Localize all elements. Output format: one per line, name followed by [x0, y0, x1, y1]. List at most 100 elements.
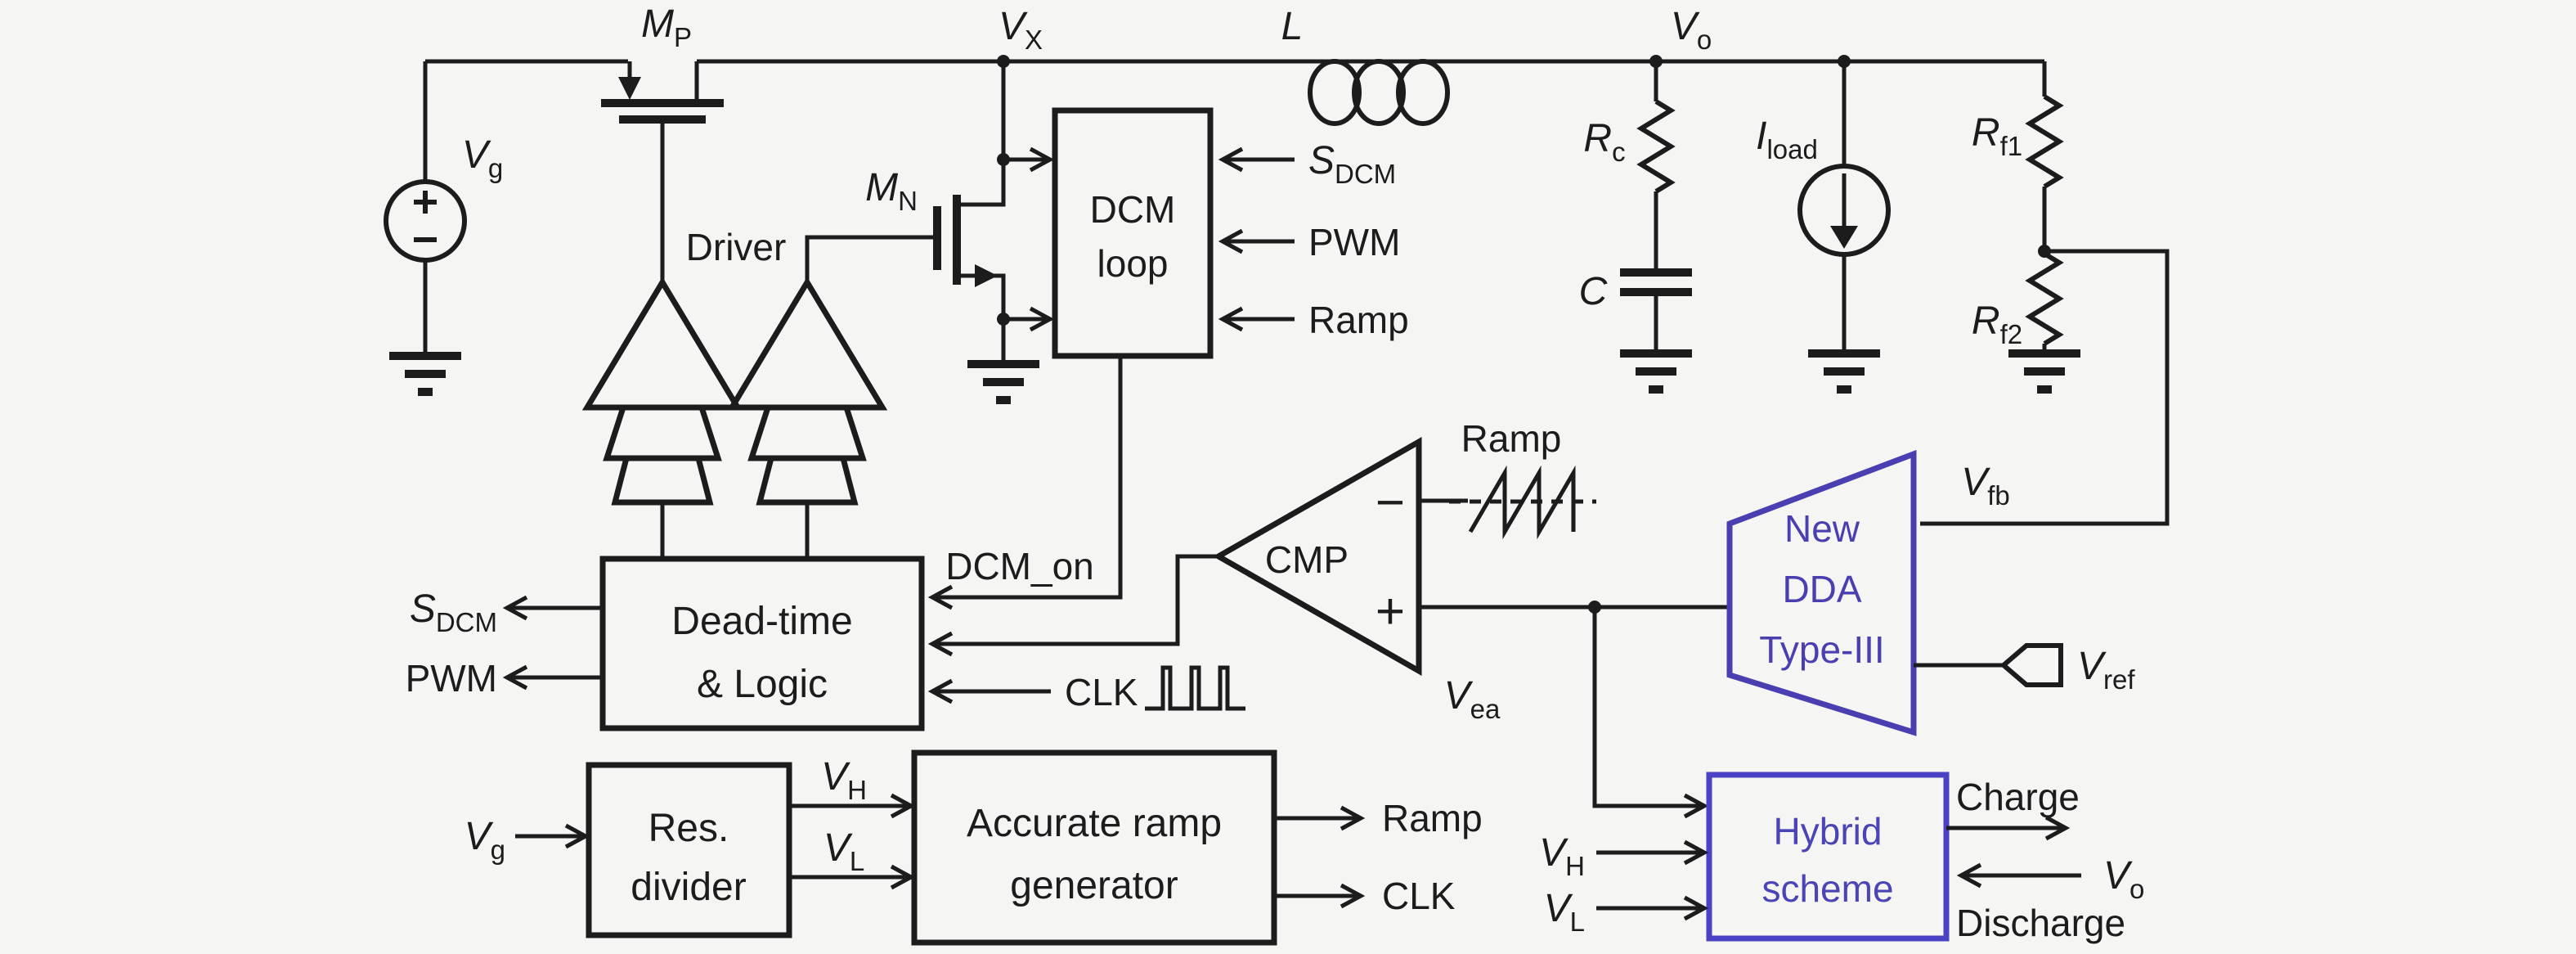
- deadtime-box: [599, 556, 925, 731]
- cmp-comparator: CMP − + Ramp Vea: [927, 417, 1730, 724]
- ramp-generator-box: [911, 749, 1277, 946]
- rc-c-branch: Rc C: [1579, 61, 1692, 394]
- vfb-label: Vfb: [1961, 461, 2010, 511]
- plus-sign: [414, 191, 437, 214]
- clk-input-label: CLK: [1065, 671, 1138, 713]
- dcm-loop-block: DCM loop SDCM PWM Ramp DCM_on: [927, 107, 1409, 610]
- dcm-loop-box: [1052, 107, 1214, 359]
- rf1-label: Rf1: [1972, 111, 2022, 161]
- vx-label: VX: [999, 5, 1043, 55]
- vx-node: [997, 55, 1010, 68]
- rc-resistor: [1636, 99, 1676, 194]
- vh-divider-label: VH: [821, 755, 867, 805]
- rf2-resistor: [2025, 251, 2064, 346]
- cmp-plus-sign: +: [1376, 583, 1405, 640]
- res-divider-title-1: Res.: [648, 807, 729, 850]
- mp-pmos-transistor: MP: [601, 2, 724, 282]
- clock-pulse-waveform-icon: [1145, 665, 1245, 711]
- hybrid-scheme-block: Hybrid scheme VH VL Charge Vo Discharge: [1539, 772, 2144, 944]
- iload-label: Iload: [1756, 115, 1818, 164]
- cap-label: C: [1579, 270, 1608, 313]
- feedback-divider: Rf1 Rf2 Vfb: [1920, 61, 2170, 526]
- buffer-triangle: [581, 277, 743, 411]
- vo-label: Vo: [1671, 5, 1712, 55]
- hybrid-vh-label: VH: [1539, 831, 1585, 881]
- deadtime-out-sdcm-label: SDCM: [410, 587, 497, 637]
- vfb-wire: [1920, 249, 2170, 526]
- driver-label: Driver: [686, 226, 787, 268]
- vg-voltage-source: Vg: [384, 61, 503, 396]
- dcm-loop-title-2: loop: [1097, 242, 1169, 285]
- hybrid-vo-label: Vo: [2103, 854, 2144, 904]
- hybrid-title-1: Hybrid: [1774, 810, 1883, 853]
- deadtime-out-pwm-label: PWM: [406, 657, 497, 700]
- driver-buffer-chain-2: [726, 235, 934, 559]
- ground-symbol: [1808, 349, 1880, 394]
- ground-symbol: [967, 360, 1039, 404]
- hybrid-box: [1706, 772, 1950, 942]
- mn-nmos-transistor: MN: [865, 61, 1055, 404]
- current-arrow-down: [1830, 226, 1858, 249]
- deadtime-title-1: Dead-time: [671, 600, 852, 643]
- cmp-output-wire: [927, 554, 1218, 657]
- pmos-source-arrow: [618, 77, 641, 100]
- ramp-generator-section: Vg Res. divider VH VL Accurate ramp gene…: [464, 749, 1483, 946]
- ground-symbol: [2008, 349, 2080, 394]
- dcm-loop-title-1: DCM: [1090, 188, 1176, 231]
- driver-buffer-chain-1: [581, 277, 743, 559]
- inductor-coil: [1308, 59, 1450, 126]
- nmos-source-arrow: [975, 264, 998, 287]
- dda-title-1: New: [1784, 507, 1860, 550]
- hybrid-vl-label: VL: [1544, 887, 1585, 937]
- deadtime-logic-block: Dead-time & Logic SDCM PWM CLK: [406, 556, 1245, 731]
- deadtime-title-2: & Logic: [697, 663, 828, 706]
- vref-tag-icon: [1999, 643, 2063, 687]
- dcm-on-wire: [927, 356, 1123, 610]
- dda-type3-block: New DDA Type-III Vref: [1726, 449, 2135, 736]
- dda-title-2: DDA: [1782, 568, 1861, 610]
- mn-label: MN: [865, 166, 918, 216]
- ground-symbol: [389, 352, 461, 396]
- junction-dot: [997, 313, 1010, 326]
- rc-label: Rc: [1583, 117, 1625, 167]
- buffer-stage-2: [747, 404, 867, 461]
- charge-label: Charge: [1956, 776, 2080, 818]
- cmp-label: CMP: [1265, 538, 1349, 581]
- res-divider-box: [586, 762, 792, 938]
- dcm-in-ramp-label: Ramp: [1308, 299, 1409, 341]
- dcm-in-pwm-label: PWM: [1308, 221, 1400, 263]
- gate-wire: [805, 235, 934, 282]
- dcm-on-label: DCM_on: [945, 545, 1094, 587]
- ramp-sawtooth-icon: [1449, 465, 1596, 540]
- rf1-resistor: [2025, 94, 2064, 189]
- cmp-triangle: [1212, 436, 1422, 677]
- dda-trapezoid: [1726, 449, 1917, 736]
- discharge-label: Discharge: [1956, 902, 2125, 944]
- buffer-stage-3: [611, 455, 714, 506]
- drain-wire: [961, 61, 1006, 207]
- cmp-ramp-label: Ramp: [1461, 417, 1562, 460]
- buffer-stage-2: [603, 404, 722, 461]
- vl-divider-label: VL: [824, 826, 864, 876]
- inductor-label: L: [1281, 5, 1304, 48]
- vref-label: Vref: [2077, 645, 2135, 695]
- vea-label: Vea: [1444, 674, 1501, 724]
- dda-title-3: Type-III: [1759, 628, 1884, 671]
- vg-bottom-label: Vg: [464, 815, 505, 865]
- buffer-stage-3: [756, 455, 859, 506]
- vea-to-hybrid-wire: [1592, 607, 1709, 819]
- ground-symbol: [1620, 349, 1692, 394]
- ramp-generator-title-1: Accurate ramp: [967, 802, 1222, 845]
- rf2-label: Rf2: [1972, 299, 2022, 349]
- cmp-minus-sign: −: [1376, 475, 1405, 531]
- clk-output-label: CLK: [1382, 875, 1456, 917]
- ramp-output-label: Ramp: [1382, 797, 1483, 839]
- ramp-generator-title-2: generator: [1010, 864, 1178, 907]
- buffer-triangle: [726, 277, 888, 411]
- vg-label: Vg: [462, 133, 503, 183]
- hybrid-title-2: scheme: [1761, 867, 1893, 910]
- dcm-in-sdcm-label: SDCM: [1308, 139, 1396, 189]
- iload-branch: Iload: [1756, 55, 1891, 394]
